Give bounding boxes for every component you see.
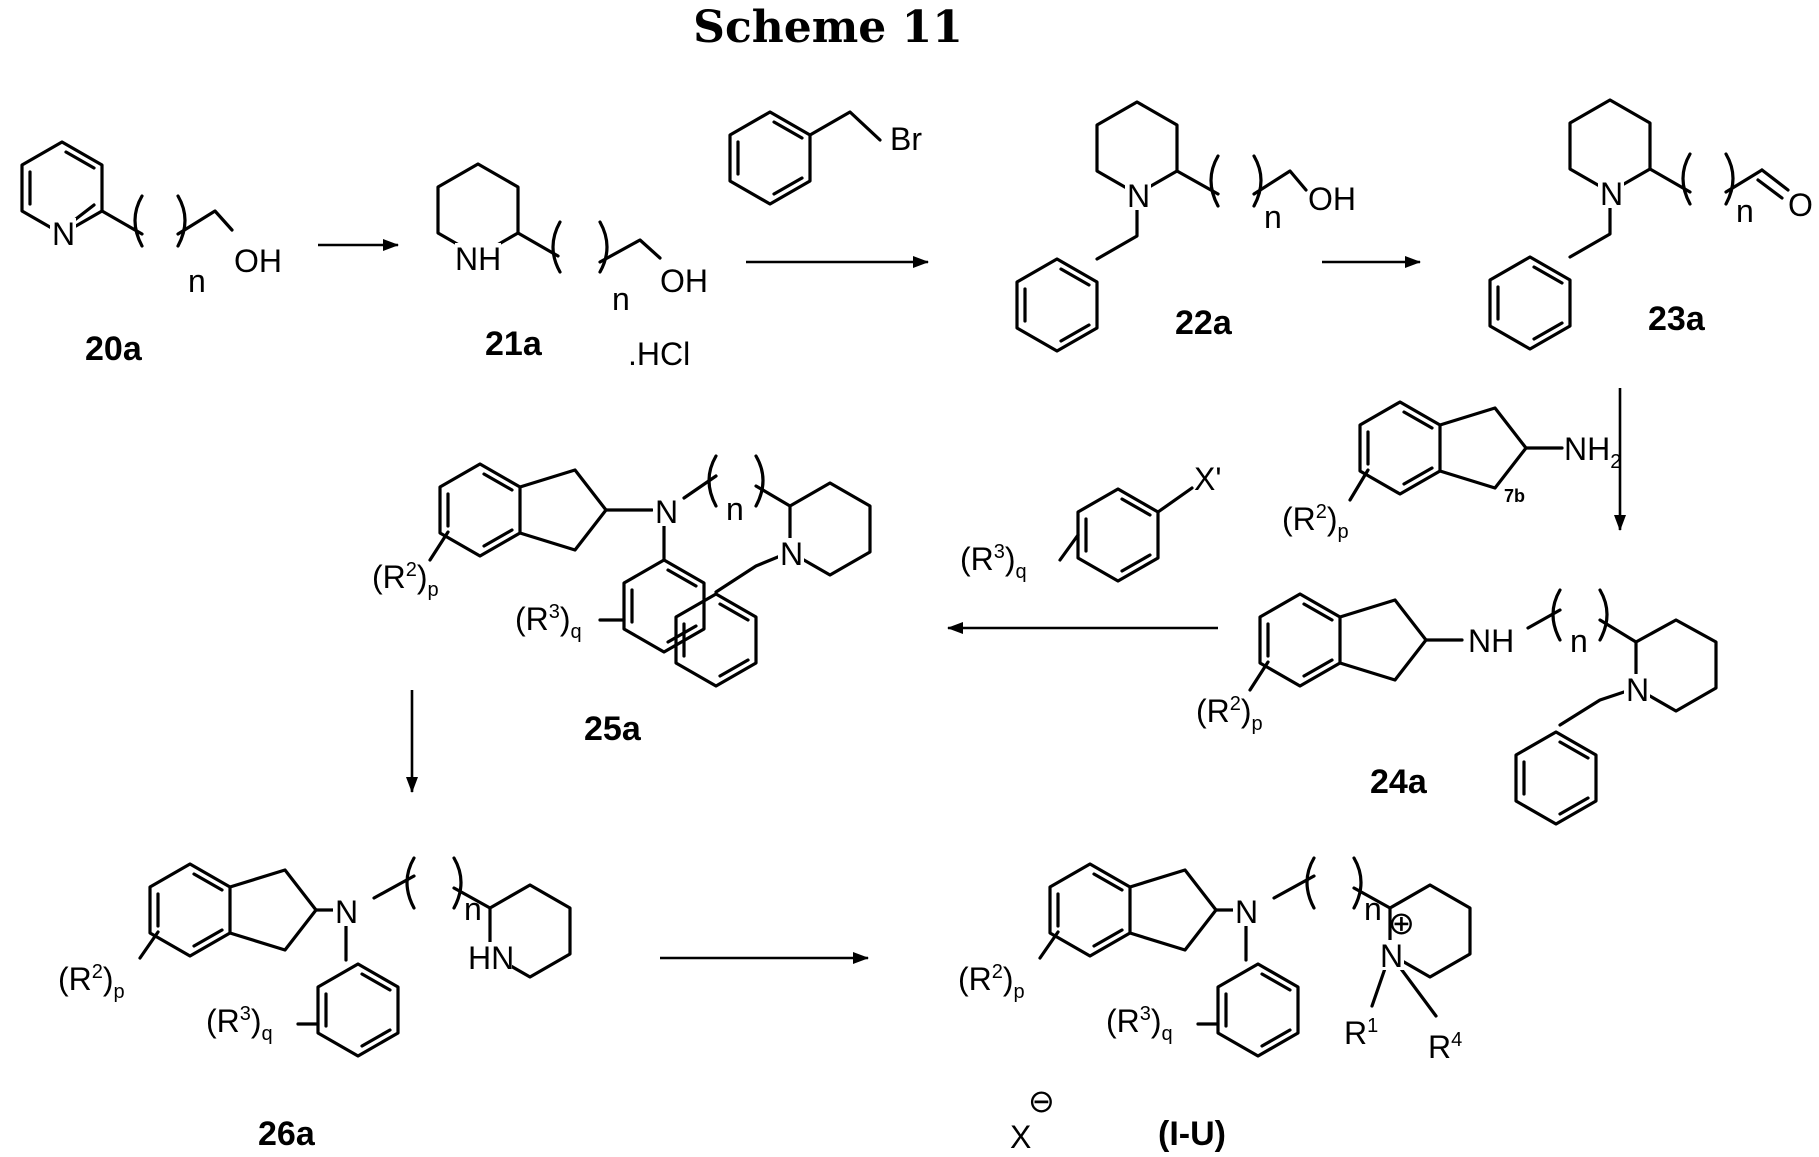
atom-n-count: n: [1570, 623, 1588, 659]
atom-n: N: [780, 536, 803, 572]
compound-24a: N NH n (R2)p 24a: [1196, 590, 1716, 824]
compound-I-U: N N ⊕ n R1 R4 (R2)p (R3)q X ⊖ (I-U): [958, 858, 1470, 1155]
compound-22a: N n OH 22a: [1017, 102, 1356, 351]
atom-hn: HN: [468, 940, 514, 976]
atom-n: N: [1600, 176, 1623, 212]
atom-n-quaternary: N: [1380, 938, 1403, 974]
substituent-r3: (R3)q: [1106, 1003, 1173, 1045]
atom-nh: NH: [455, 241, 501, 277]
atom-n-count: n: [612, 281, 630, 317]
compound-23a: N n O 23a: [1490, 100, 1813, 349]
compound-label-26a: 26a: [258, 1115, 316, 1153]
compound-label-7b: 7b: [1504, 486, 1525, 506]
substituent-r1: R1: [1344, 1015, 1378, 1051]
substituent-r4: R4: [1428, 1029, 1462, 1065]
substituent-r2: (R2)p: [1282, 501, 1349, 543]
charge-plus: ⊕: [1388, 905, 1415, 941]
atom-br: Br: [890, 121, 922, 157]
atom-n-count: n: [1364, 891, 1382, 927]
compound-label-I-U: (I-U): [1158, 1115, 1226, 1153]
atom-oh: OH: [1308, 181, 1356, 217]
atom-n: N: [1626, 672, 1649, 708]
reagent-aminoindane-7b: NH2 7b (R2)p: [1282, 402, 1621, 543]
compound-21a: NH n OH 21a .HCl: [438, 164, 708, 372]
hcl-salt: .HCl: [628, 336, 690, 372]
atom-x-prime: X': [1194, 461, 1221, 497]
atom-nh2: NH2: [1564, 431, 1621, 473]
compound-label-22a: 22a: [1175, 304, 1233, 342]
atom-n-count: n: [464, 891, 482, 927]
atom-n: N: [52, 216, 75, 252]
substituent-r3: (R3)q: [960, 541, 1027, 583]
compound-26a: N HN n (R2)p (R3)q 26a: [58, 858, 570, 1153]
substituent-r2: (R2)p: [958, 961, 1025, 1003]
atom-n: N: [655, 494, 678, 530]
atom-nh: NH: [1468, 623, 1514, 659]
atom-n: N: [1235, 894, 1258, 930]
atom-n-count: n: [188, 263, 206, 299]
atom-n: N: [1127, 178, 1150, 214]
substituent-r2: (R2)p: [372, 559, 439, 601]
atom-n-count: n: [1264, 199, 1282, 235]
compound-20a: N n OH 20a: [22, 142, 282, 368]
atom-n-count: n: [1736, 193, 1754, 229]
atom-n-count: n: [726, 491, 744, 527]
counter-ion-x: X: [1010, 1119, 1031, 1155]
compound-label-23a: 23a: [1648, 300, 1706, 338]
reagent-aryl-halide: X' (R3)q: [960, 461, 1221, 583]
compound-label-20a: 20a: [85, 330, 143, 368]
atom-oh: OH: [660, 263, 708, 299]
substituent-r3: (R3)q: [515, 601, 582, 643]
scheme-title: Scheme 11: [693, 2, 963, 53]
substituent-r3: (R3)q: [206, 1003, 273, 1045]
atom-o: O: [1788, 187, 1813, 223]
compound-label-21a: 21a: [485, 325, 543, 363]
substituent-r2: (R2)p: [58, 961, 125, 1003]
atom-oh: OH: [234, 243, 282, 279]
compound-label-24a: 24a: [1370, 763, 1428, 801]
compound-25a: N N n (R2)p (R3)q 25a: [372, 456, 870, 748]
charge-minus: ⊖: [1028, 1083, 1055, 1119]
substituent-r2: (R2)p: [1196, 693, 1263, 735]
atom-n: N: [335, 894, 358, 930]
compound-label-25a: 25a: [584, 710, 642, 748]
reagent-benzyl-bromide: Br: [730, 112, 922, 204]
